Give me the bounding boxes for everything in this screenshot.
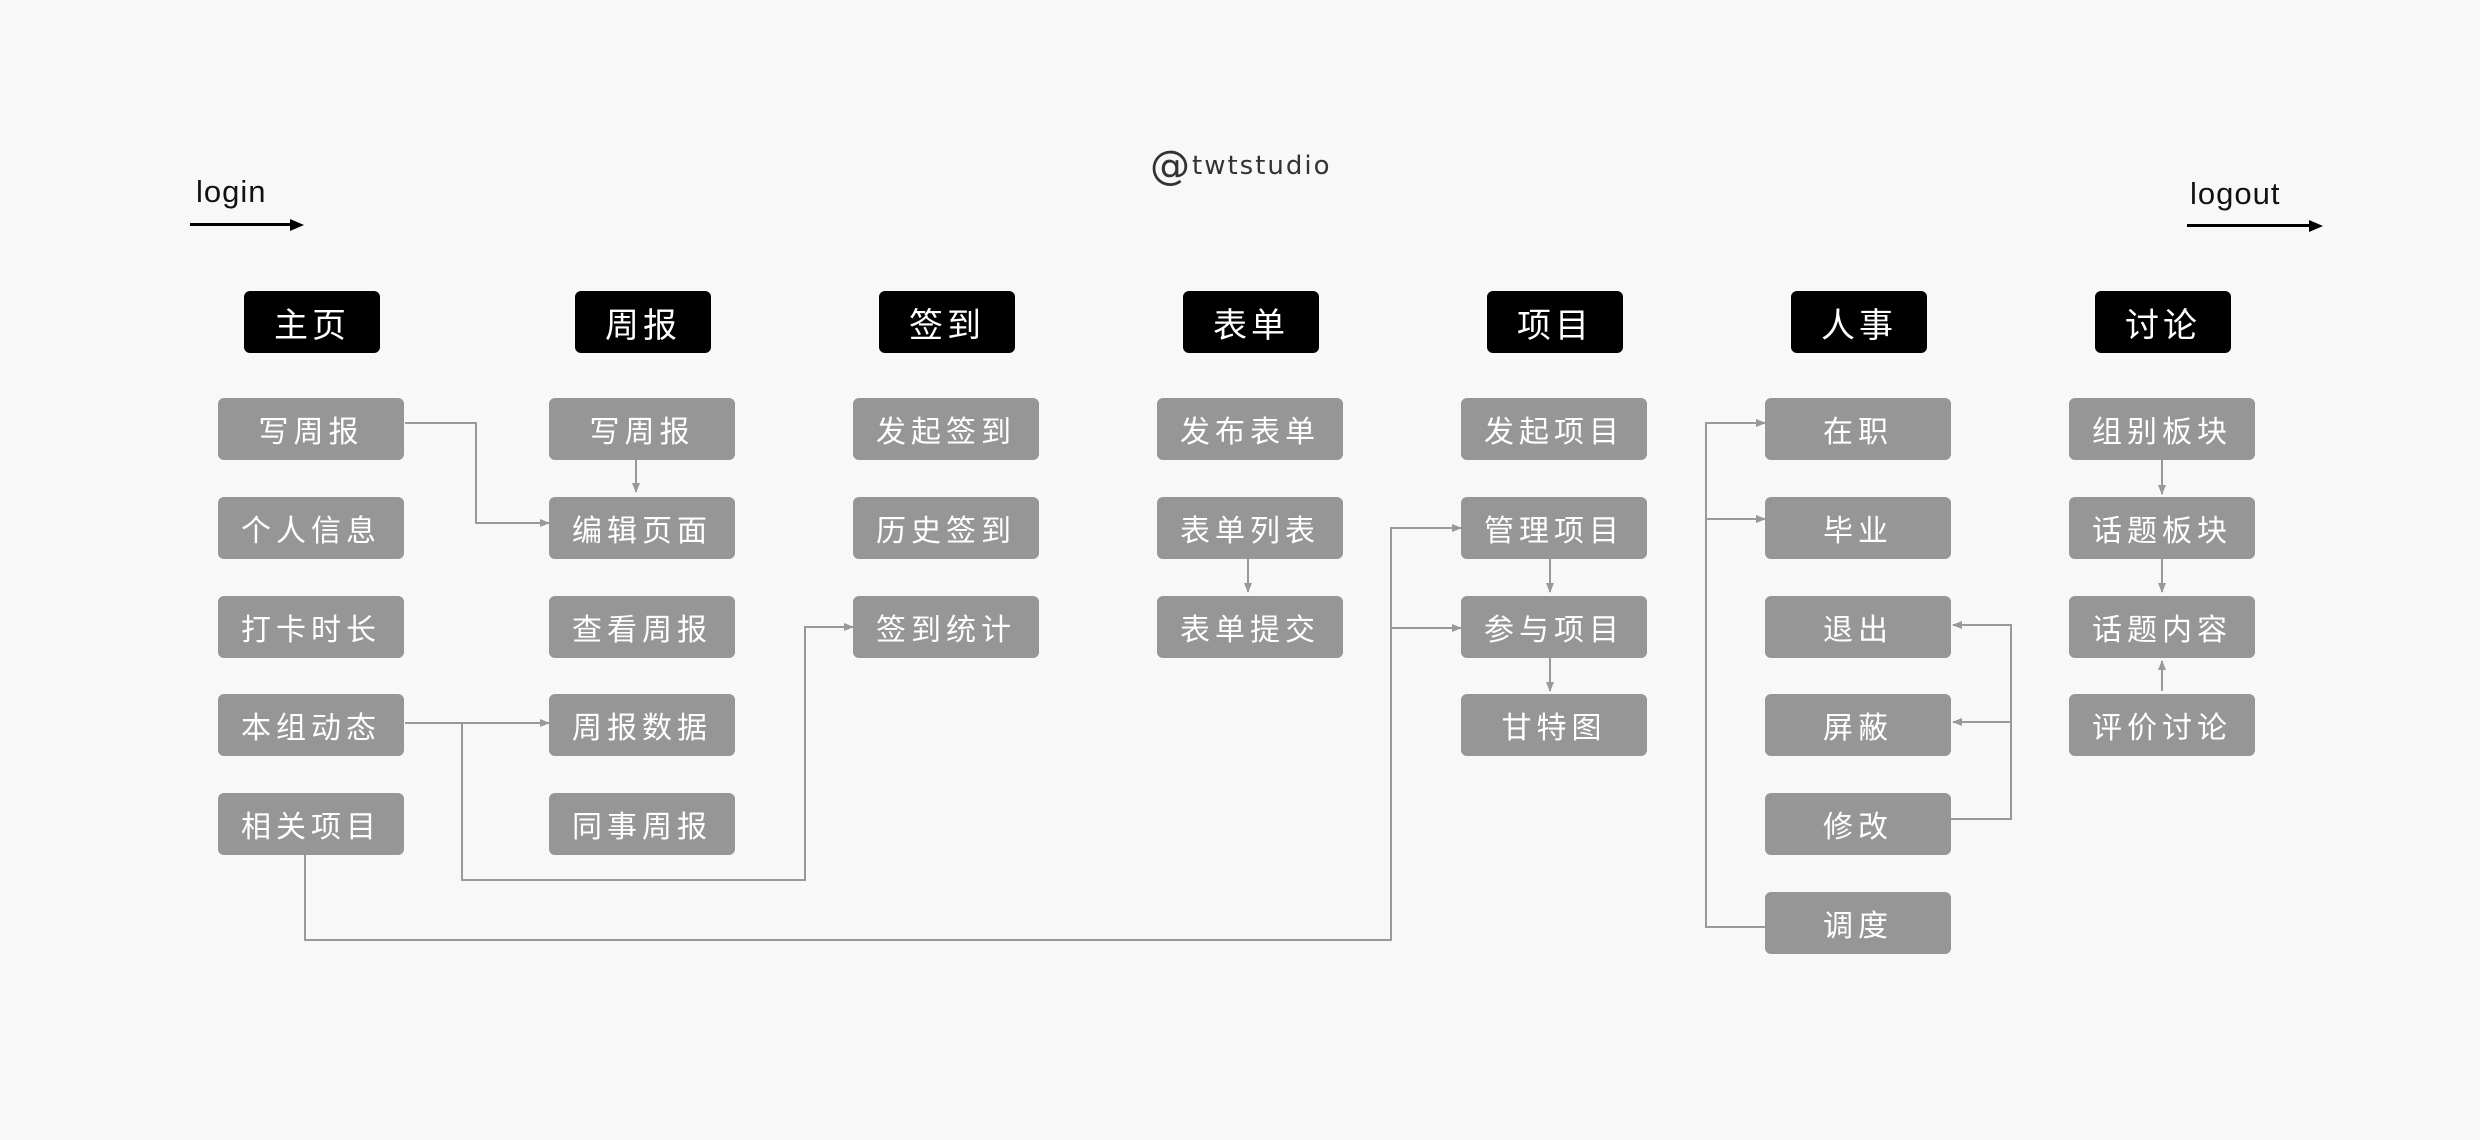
node-personnel-exit[interactable]: 退出 xyxy=(1765,596,1951,658)
brand-name: twtstudio xyxy=(1192,151,1332,181)
node-weekly-write[interactable]: 写周报 xyxy=(549,398,735,460)
node-forms-list[interactable]: 表单列表 xyxy=(1157,497,1343,559)
node-personnel-active[interactable]: 在职 xyxy=(1765,398,1951,460)
login-label: login xyxy=(196,174,267,209)
node-projects-manage[interactable]: 管理项目 xyxy=(1461,497,1647,559)
node-checkin-start[interactable]: 发起签到 xyxy=(853,398,1039,460)
node-home-profile[interactable]: 个人信息 xyxy=(218,497,404,559)
node-weekly-data[interactable]: 周报数据 xyxy=(549,694,735,756)
node-checkin-stats[interactable]: 签到统计 xyxy=(853,596,1039,658)
header-projects[interactable]: 项目 xyxy=(1487,291,1623,353)
logout-label: logout xyxy=(2190,176,2281,211)
node-weekly-colleagues[interactable]: 同事周报 xyxy=(549,793,735,855)
login-arrow-icon xyxy=(190,218,304,231)
header-personnel[interactable]: 人事 xyxy=(1791,291,1927,353)
node-home-group-activity[interactable]: 本组动态 xyxy=(218,694,404,756)
node-home-related-projects[interactable]: 相关项目 xyxy=(218,793,404,855)
connector xyxy=(304,524,1462,941)
node-personnel-modify[interactable]: 修改 xyxy=(1765,793,1951,855)
connector xyxy=(405,422,550,527)
node-home-write-weekly[interactable]: 写周报 xyxy=(218,398,404,460)
connector xyxy=(1951,621,2012,820)
logout-arrow-icon xyxy=(2187,219,2323,232)
header-forms[interactable]: 表单 xyxy=(1183,291,1319,353)
node-discussion-topic-content[interactable]: 话题内容 xyxy=(2069,596,2255,658)
node-home-checkin-hours[interactable]: 打卡时长 xyxy=(218,596,404,658)
node-discussion-group-board[interactable]: 组别板块 xyxy=(2069,398,2255,460)
node-forms-submit[interactable]: 表单提交 xyxy=(1157,596,1343,658)
node-personnel-transfer[interactable]: 调度 xyxy=(1765,892,1951,954)
node-discussion-topic-board[interactable]: 话题板块 xyxy=(2069,497,2255,559)
brand-logo: @ twtstudio xyxy=(1150,146,1332,186)
header-home[interactable]: 主页 xyxy=(244,291,380,353)
node-projects-gantt[interactable]: 甘特图 xyxy=(1461,694,1647,756)
header-discussion[interactable]: 讨论 xyxy=(2095,291,2231,353)
connector xyxy=(1705,419,1766,928)
node-personnel-graduated[interactable]: 毕业 xyxy=(1765,497,1951,559)
node-discussion-review[interactable]: 评价讨论 xyxy=(2069,694,2255,756)
node-projects-participate[interactable]: 参与项目 xyxy=(1461,596,1647,658)
header-checkin[interactable]: 签到 xyxy=(879,291,1015,353)
node-personnel-block[interactable]: 屏蔽 xyxy=(1765,694,1951,756)
node-weekly-edit-page[interactable]: 编辑页面 xyxy=(549,497,735,559)
header-weekly[interactable]: 周报 xyxy=(575,291,711,353)
node-forms-publish[interactable]: 发布表单 xyxy=(1157,398,1343,460)
node-projects-start[interactable]: 发起项目 xyxy=(1461,398,1647,460)
at-sign-icon: @ xyxy=(1150,143,1190,189)
node-checkin-history[interactable]: 历史签到 xyxy=(853,497,1039,559)
node-weekly-view[interactable]: 查看周报 xyxy=(549,596,735,658)
